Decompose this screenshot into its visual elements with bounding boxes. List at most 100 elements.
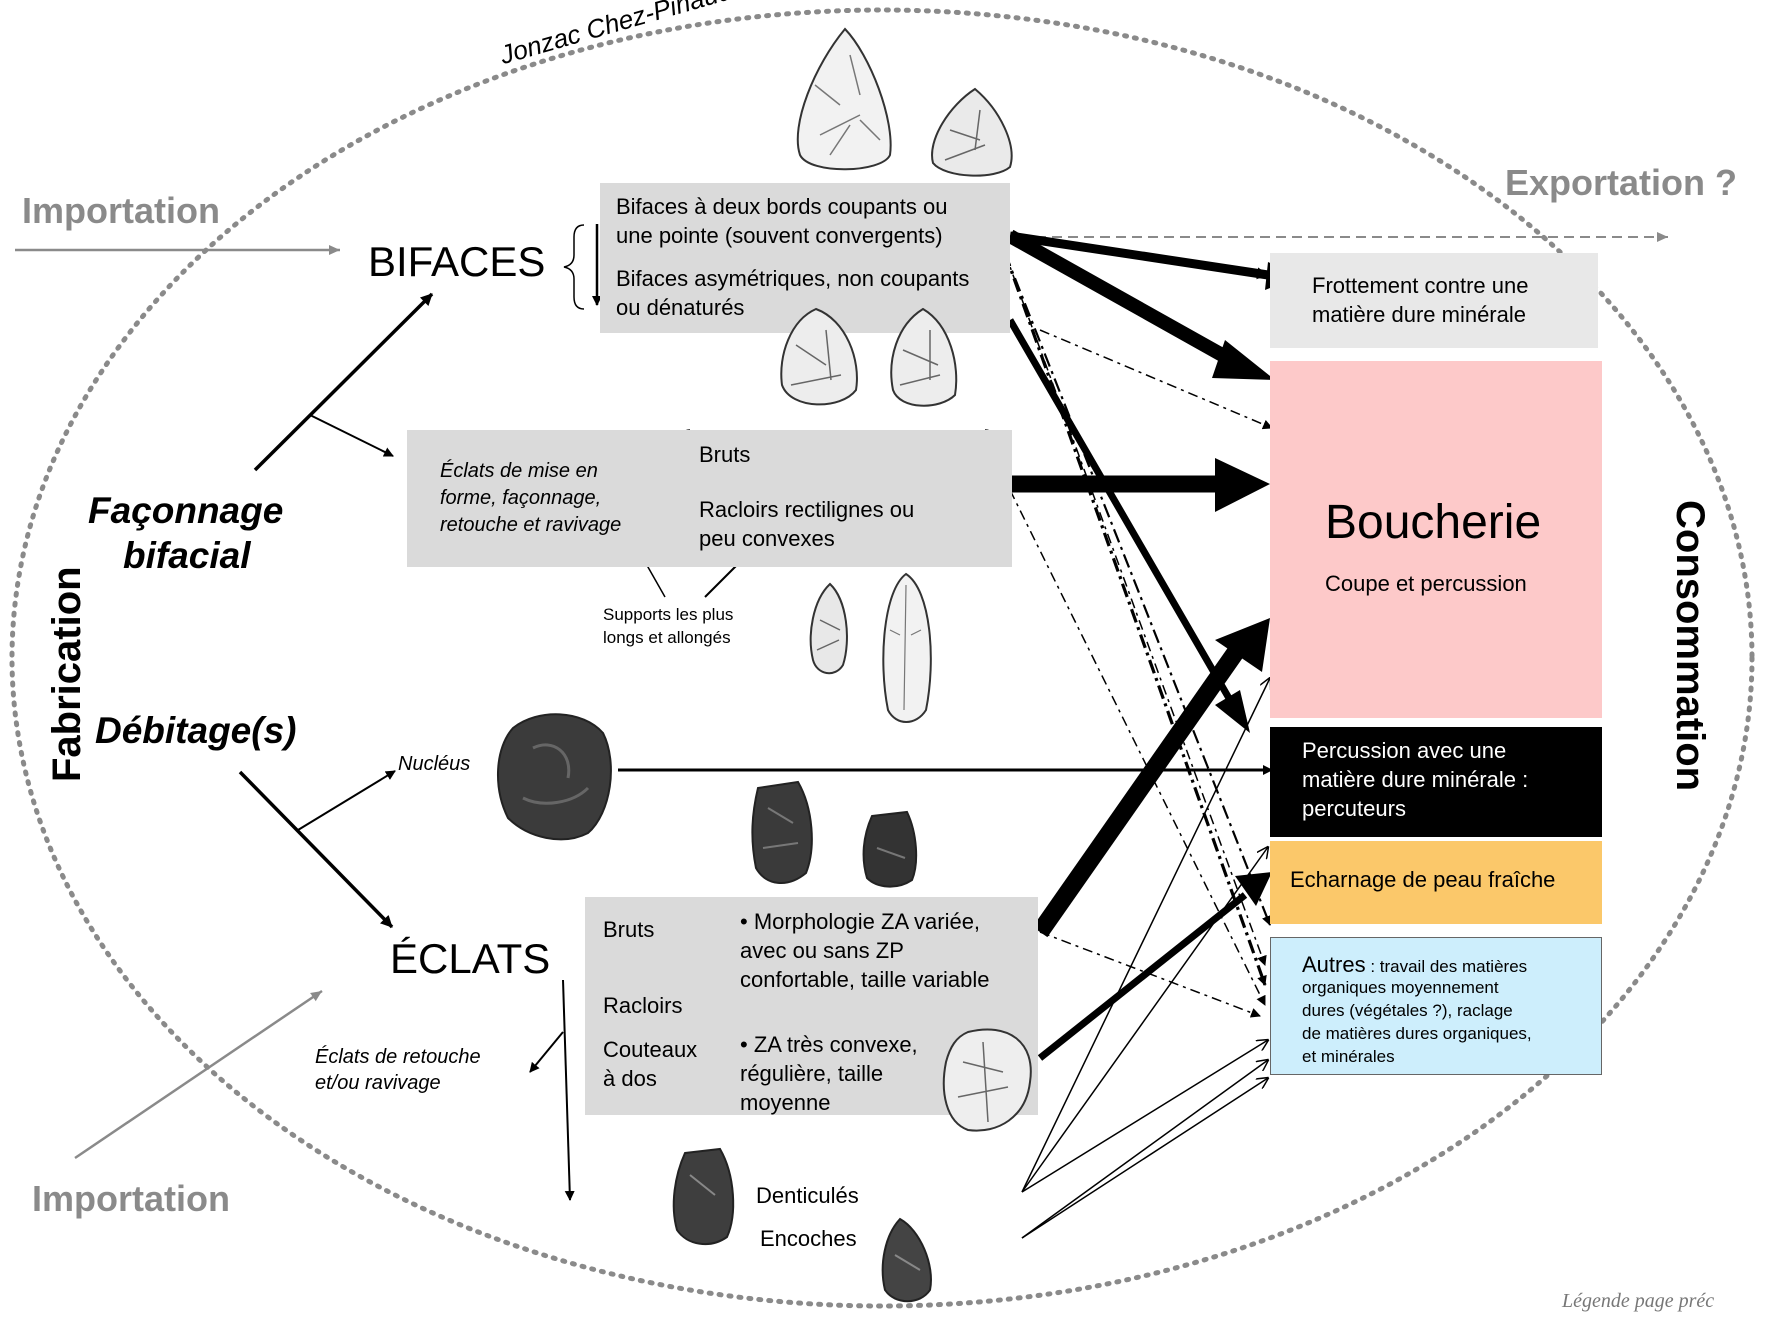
faconnage-line-2: bifacial <box>123 535 251 576</box>
percussion-box <box>1270 727 1602 837</box>
biface-pointe-drawing-1 <box>796 27 892 171</box>
mise-forme-racloirs-2: peu convexes <box>699 526 835 551</box>
boucherie-title: Boucherie <box>1325 496 1542 549</box>
bifaces-to-frottement-arrow <box>1009 231 1269 280</box>
biface-asym-drawing-1 <box>780 307 858 406</box>
biface-asym-drawing-2 <box>890 307 958 407</box>
faconnage-to-eclats-arrow <box>309 414 394 457</box>
bifaces-to-percussion-arrow <box>1006 318 1234 702</box>
boucherie-subtitle: Coupe et percussion <box>1325 571 1527 596</box>
biface-pointe-drawing-2 <box>931 87 1013 177</box>
percussion-line-2: matière dure minérale : <box>1302 767 1529 792</box>
eclats-morph-3: confortable, taille variable <box>740 967 990 992</box>
bifaces-to-boucherie-arrow <box>1006 229 1244 372</box>
mise-forme-box <box>407 430 1012 567</box>
eclats-to-boucherie-head <box>1215 618 1270 672</box>
retouche-line-1: Éclats de retouche <box>315 1046 481 1068</box>
percussion-line-1: Percussion avec une <box>1302 738 1507 763</box>
echarnage-label: Echarnage de peau fraîche <box>1290 867 1556 892</box>
eclats-couteaux-2: à dos <box>603 1066 657 1091</box>
supports-line-1: Supports les plus <box>603 605 734 624</box>
racloirs-dashdot-1 <box>1009 489 1266 1006</box>
mise-forme-bruts: Bruts <box>699 442 751 467</box>
eclats-title: ÉCLATS <box>390 935 551 982</box>
importation-top-label: Importation <box>22 190 220 231</box>
biface-type-1-line-2: une pointe (souvent convergents) <box>616 223 943 248</box>
eclats-racloirs: Racloirs <box>603 993 683 1018</box>
mise-forme-racloirs-1: Racloirs rectilignes ou <box>699 497 915 522</box>
supports-line-2: longs et allongés <box>603 628 731 647</box>
autres-text-1: : travail des matières <box>1365 957 1528 976</box>
denticule-photo <box>672 1147 735 1246</box>
echarnage-box <box>1270 841 1602 924</box>
eclats-za-3: moyenne <box>740 1090 831 1115</box>
denticules-to-percussion-arrow <box>1021 847 1268 1193</box>
za-to-echarnage-arrow <box>1037 892 1248 1061</box>
boundary-ellipse <box>9 7 1755 1309</box>
fabrication-label: Fabrication <box>45 566 89 782</box>
consommation-label: Consommation <box>1668 500 1712 792</box>
debitage-to-nucleus-arrow <box>297 770 396 831</box>
nucleus-label: Nucléus <box>398 753 471 775</box>
mise-forme-line-2: forme, façonnage, <box>440 487 602 509</box>
bifaces-brace <box>563 224 585 310</box>
frottement-line-2: matière dure minérale <box>1312 302 1526 327</box>
denticules-to-autres-arrow <box>1021 1040 1268 1193</box>
debitage-to-eclats-arrow <box>238 770 394 929</box>
biface-type-1-line-1: Bifaces à deux bords coupants ou <box>616 194 948 219</box>
importation-bottom-arrow <box>74 989 323 1160</box>
faconnage-to-bifaces-arrow <box>253 292 434 472</box>
eclats-down-arrow <box>562 979 575 1201</box>
denticules-label: Denticulés <box>756 1183 859 1208</box>
retouche-line-2: et/ou ravivage <box>315 1072 441 1094</box>
racloir-convexe-drawing <box>942 1028 1032 1132</box>
exportation-label: Exportation ? <box>1505 162 1737 203</box>
bifaces-dashdot-2 <box>1003 252 1267 986</box>
autres-box <box>1270 937 1602 1075</box>
racloirs-to-boucherie-head <box>1215 458 1270 512</box>
nucleus-photo <box>496 713 612 841</box>
bifaces-to-boucherie-head <box>1212 340 1275 380</box>
frottement-line-1: Frottement contre une <box>1312 273 1529 298</box>
encoche-photo <box>881 1217 932 1303</box>
bifaces-types-box <box>600 183 1010 333</box>
racloir-drawing-long <box>882 572 932 723</box>
autres-line-5: et minérales <box>1302 1047 1395 1066</box>
bifaces-dashdot-3 <box>1039 329 1273 430</box>
eclats-morph-2: avec ou sans ZP <box>740 938 904 963</box>
mise-forme-line-3: retouche et ravivage <box>440 514 622 536</box>
eclats-couteaux-1: Couteaux <box>603 1037 698 1062</box>
bifaces-dashdot-1 <box>1003 252 1272 926</box>
boucherie-box <box>1270 361 1602 718</box>
encoches-label: Encoches <box>760 1226 857 1251</box>
autres-line-4: de matières dures organiques, <box>1302 1024 1532 1043</box>
biface-type-2-line-1: Bifaces asymétriques, non coupants <box>616 266 970 291</box>
denticules-to-boucherie-arrow <box>1021 678 1270 1193</box>
autres-line-1: Autres : travail des matières <box>1302 952 1527 978</box>
autres-line-2: organiques moyennement <box>1302 978 1499 997</box>
eclat-photo-1 <box>751 780 813 885</box>
eclat-drawing-small <box>809 582 848 675</box>
encoches-to-autres-arrow-2 <box>1021 1078 1268 1239</box>
frottement-box <box>1270 253 1598 348</box>
percussion-line-3: percuteurs <box>1302 796 1406 821</box>
eclats-za-2: régulière, taille <box>740 1061 884 1086</box>
eclats-bruts: Bruts <box>603 917 655 942</box>
debitage-label: Débitage(s) <box>95 710 297 751</box>
faconnage-line-1: Façonnage <box>88 490 284 531</box>
mise-forme-line-1: Éclats de mise en <box>440 460 598 482</box>
eclat-photo-2 <box>862 810 918 888</box>
eclats-to-retouche-arrow <box>529 1031 564 1073</box>
eclats-to-boucherie-arrow <box>1032 640 1248 938</box>
eclats-za-1: • ZA très convexe, <box>740 1032 918 1057</box>
autres-line-3: dures (végétales ?), raclage <box>1302 1001 1513 1020</box>
encoches-to-autres-arrow-1 <box>1021 1060 1268 1239</box>
bifaces-to-percussion-head <box>1215 690 1250 733</box>
autres-title: Autres <box>1302 952 1366 977</box>
biface-type-2-line-2: ou dénaturés <box>616 295 745 320</box>
legend-note: Légende page préc <box>1562 1290 1715 1312</box>
bifaces-title: BIFACES <box>368 238 546 285</box>
importation-bottom-label: Importation <box>32 1178 230 1219</box>
eclats-morph-1: • Morphologie ZA variée, <box>740 909 981 934</box>
